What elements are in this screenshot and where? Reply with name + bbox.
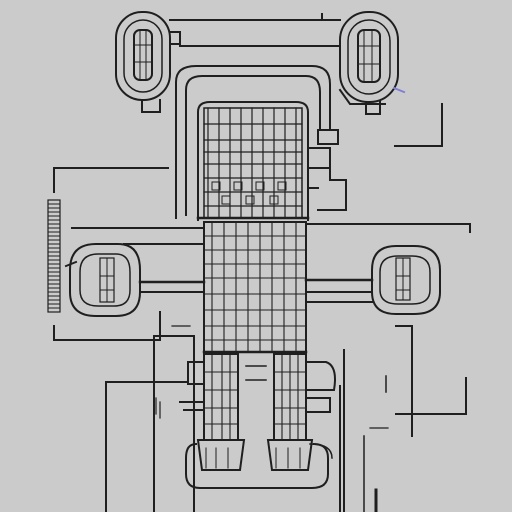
accent-mark [392, 86, 406, 94]
hip-details [179, 361, 336, 413]
left-arm-pod [64, 243, 206, 317]
right-leg [266, 353, 314, 471]
torso-keypad-panel [196, 101, 310, 221]
left-leg [196, 353, 246, 471]
right-head-pod [338, 11, 399, 115]
wiring-lines [53, 103, 471, 512]
base-plate [185, 442, 333, 489]
side-module [307, 129, 347, 211]
right-arm-pod [304, 245, 441, 315]
head-frame [169, 13, 341, 219]
left-head-pod [115, 11, 181, 113]
scale-bar [47, 199, 61, 313]
lower-torso [202, 221, 308, 354]
